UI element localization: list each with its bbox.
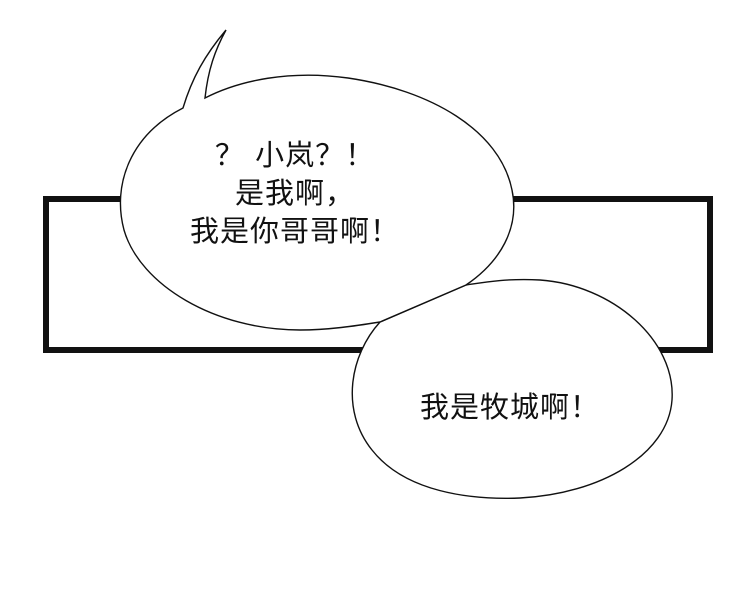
bubble-1-line-1: ？ 小岚？！ [214, 138, 376, 172]
bubble-1-line-2: 是我啊， [234, 176, 355, 210]
speech-bubble-1-text: ？ 小岚？！ 是我啊， 我是你哥哥啊！ [150, 136, 440, 250]
bubble-1-line-3: 我是你哥哥啊！ [189, 214, 400, 248]
speech-bubble-2 [351, 278, 673, 499]
speech-bubble-2-text: 我是牧城啊！ [380, 388, 640, 426]
speech-bubble-1 [119, 29, 515, 331]
bubble-2-line-1: 我是牧城啊！ [419, 390, 600, 424]
